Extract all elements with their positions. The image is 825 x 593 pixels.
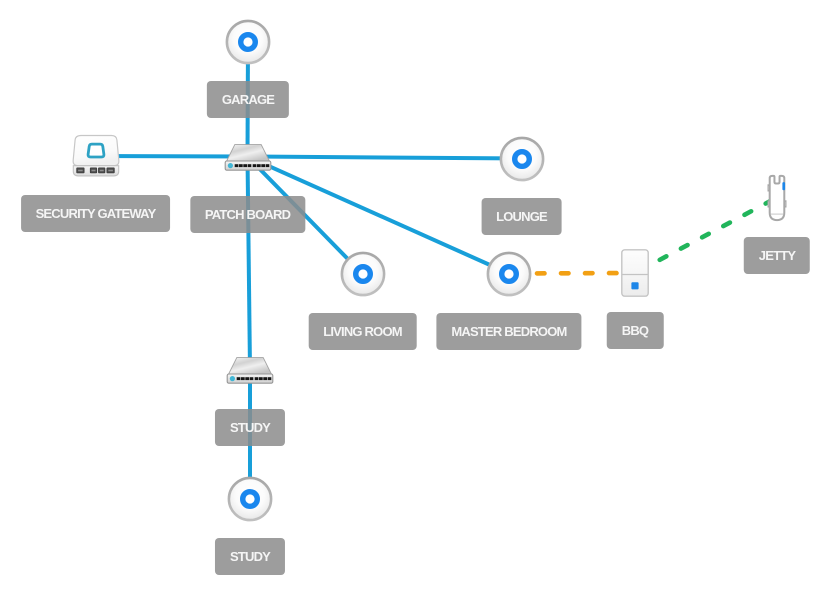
device-security-gateway[interactable] xyxy=(72,134,120,178)
label-security-gateway: SECURITY GATEWAY xyxy=(20,195,171,232)
link-patch-board-living-room xyxy=(246,155,364,276)
label-master-bedroom: MASTER BEDROOM xyxy=(436,312,582,350)
device-study-switch[interactable] xyxy=(226,356,274,384)
label-jetty: JETTY xyxy=(743,236,811,274)
device-bbq[interactable] xyxy=(621,249,649,297)
inwall-ap-icon xyxy=(621,249,649,297)
switch-icon xyxy=(226,356,274,384)
device-study-ap[interactable] xyxy=(227,476,273,521)
label-living-room: LIVING ROOM xyxy=(308,313,417,350)
device-living-room[interactable] xyxy=(340,251,385,297)
link-master-bedroom-bbq xyxy=(506,270,638,276)
link-patch-board-master-bedroom xyxy=(246,154,510,276)
mesh-ap-icon xyxy=(767,174,787,221)
label-patch-board: PATCH BOARD xyxy=(189,195,306,233)
switch-icon xyxy=(224,143,271,171)
link-security-gateway-patch-board xyxy=(95,154,248,159)
access-point-icon xyxy=(340,251,385,297)
label-lounge: LOUNGE xyxy=(481,197,562,235)
access-point-icon xyxy=(225,19,271,65)
gateway-icon xyxy=(72,134,119,177)
access-point-icon xyxy=(499,136,544,181)
label-garage: GARAGE xyxy=(206,81,290,118)
access-point-icon xyxy=(227,476,273,521)
link-patch-board-lounge xyxy=(247,154,522,161)
label-study-switch: STUDY xyxy=(214,408,286,446)
link-patch-board-study-switch xyxy=(245,156,252,370)
device-garage[interactable] xyxy=(225,19,271,65)
access-point-icon xyxy=(486,251,532,296)
device-patch-board[interactable] xyxy=(224,143,272,171)
link-bbq-jetty xyxy=(632,195,780,276)
device-jetty[interactable] xyxy=(767,174,787,221)
device-master-bedroom[interactable] xyxy=(486,251,532,296)
device-lounge[interactable] xyxy=(499,136,544,181)
label-bbq: BBQ xyxy=(606,312,664,349)
label-study-ap: STUDY xyxy=(214,537,286,575)
